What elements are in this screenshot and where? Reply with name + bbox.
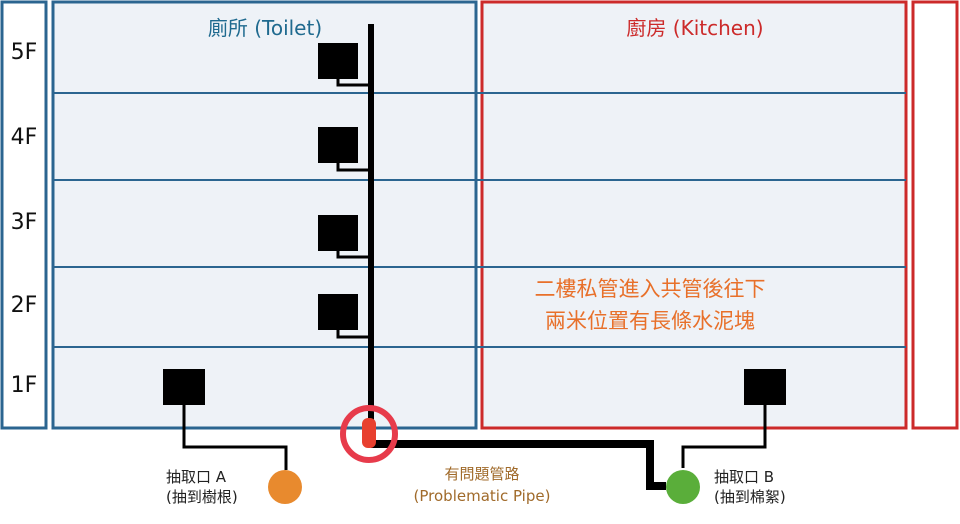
problem-pipe-label-cn: 有問題管路 <box>444 465 520 483</box>
outlet-a-label: 抽取口 A <box>166 468 227 486</box>
outlet-a-marker[interactable] <box>268 470 302 504</box>
drain-line-b <box>681 405 767 468</box>
toilet-fixture-icon <box>318 43 358 79</box>
problem-highlight-ring <box>340 405 398 463</box>
floor-label-1f: 1F <box>10 373 38 398</box>
outlet-b-marker[interactable] <box>666 470 700 504</box>
outlet-b-caption: 抽取口 B (抽到棉絮) <box>714 467 824 507</box>
outlet-b-label: 抽取口 B <box>714 468 775 486</box>
kitchen-section <box>480 0 908 430</box>
problem-pipe-caption: 有問題管路 (Problematic Pipe) <box>392 463 572 507</box>
outlet-a-sub: (抽到樹根) <box>166 488 238 506</box>
floor-label-4f: 4F <box>10 125 38 150</box>
outlet-a-caption: 抽取口 A (抽到樹根) <box>166 467 266 507</box>
toilet-section <box>51 0 478 430</box>
blockage-note-line2: 兩米位置有長條水泥塊 <box>545 309 755 333</box>
problematic-pipe <box>371 440 666 490</box>
toilet-fixtures <box>318 43 370 339</box>
floor-label-frame <box>0 0 48 430</box>
toilet-fixture-icon <box>318 294 358 330</box>
problem-pipe-label-en: (Problematic Pipe) <box>413 487 551 505</box>
blockage-note-line1: 二樓私管進入共管後往下 <box>534 277 766 301</box>
floor-dividers <box>53 92 906 348</box>
toilet-fixture-icon <box>318 215 358 251</box>
floor-label-3f: 3F <box>10 210 38 235</box>
outlet-b-sub: (抽到棉絮) <box>714 488 786 506</box>
toilet-title: 廁所 (Toilet) <box>207 16 323 40</box>
blockage-note: 二樓私管進入共管後往下 兩米位置有長條水泥塊 <box>490 273 810 337</box>
adjacent-unit-frame <box>911 0 959 430</box>
floor-label-2f: 2F <box>10 293 38 318</box>
sink-icon <box>744 369 786 405</box>
drain-line-a <box>182 405 288 470</box>
toilet-fixture-icon <box>318 127 358 163</box>
floor-drain-icon <box>163 369 205 405</box>
blockage-marker[interactable] <box>362 418 376 448</box>
kitchen-title: 廚房 (Kitchen) <box>626 16 764 40</box>
floor-label-5f: 5F <box>10 40 38 65</box>
